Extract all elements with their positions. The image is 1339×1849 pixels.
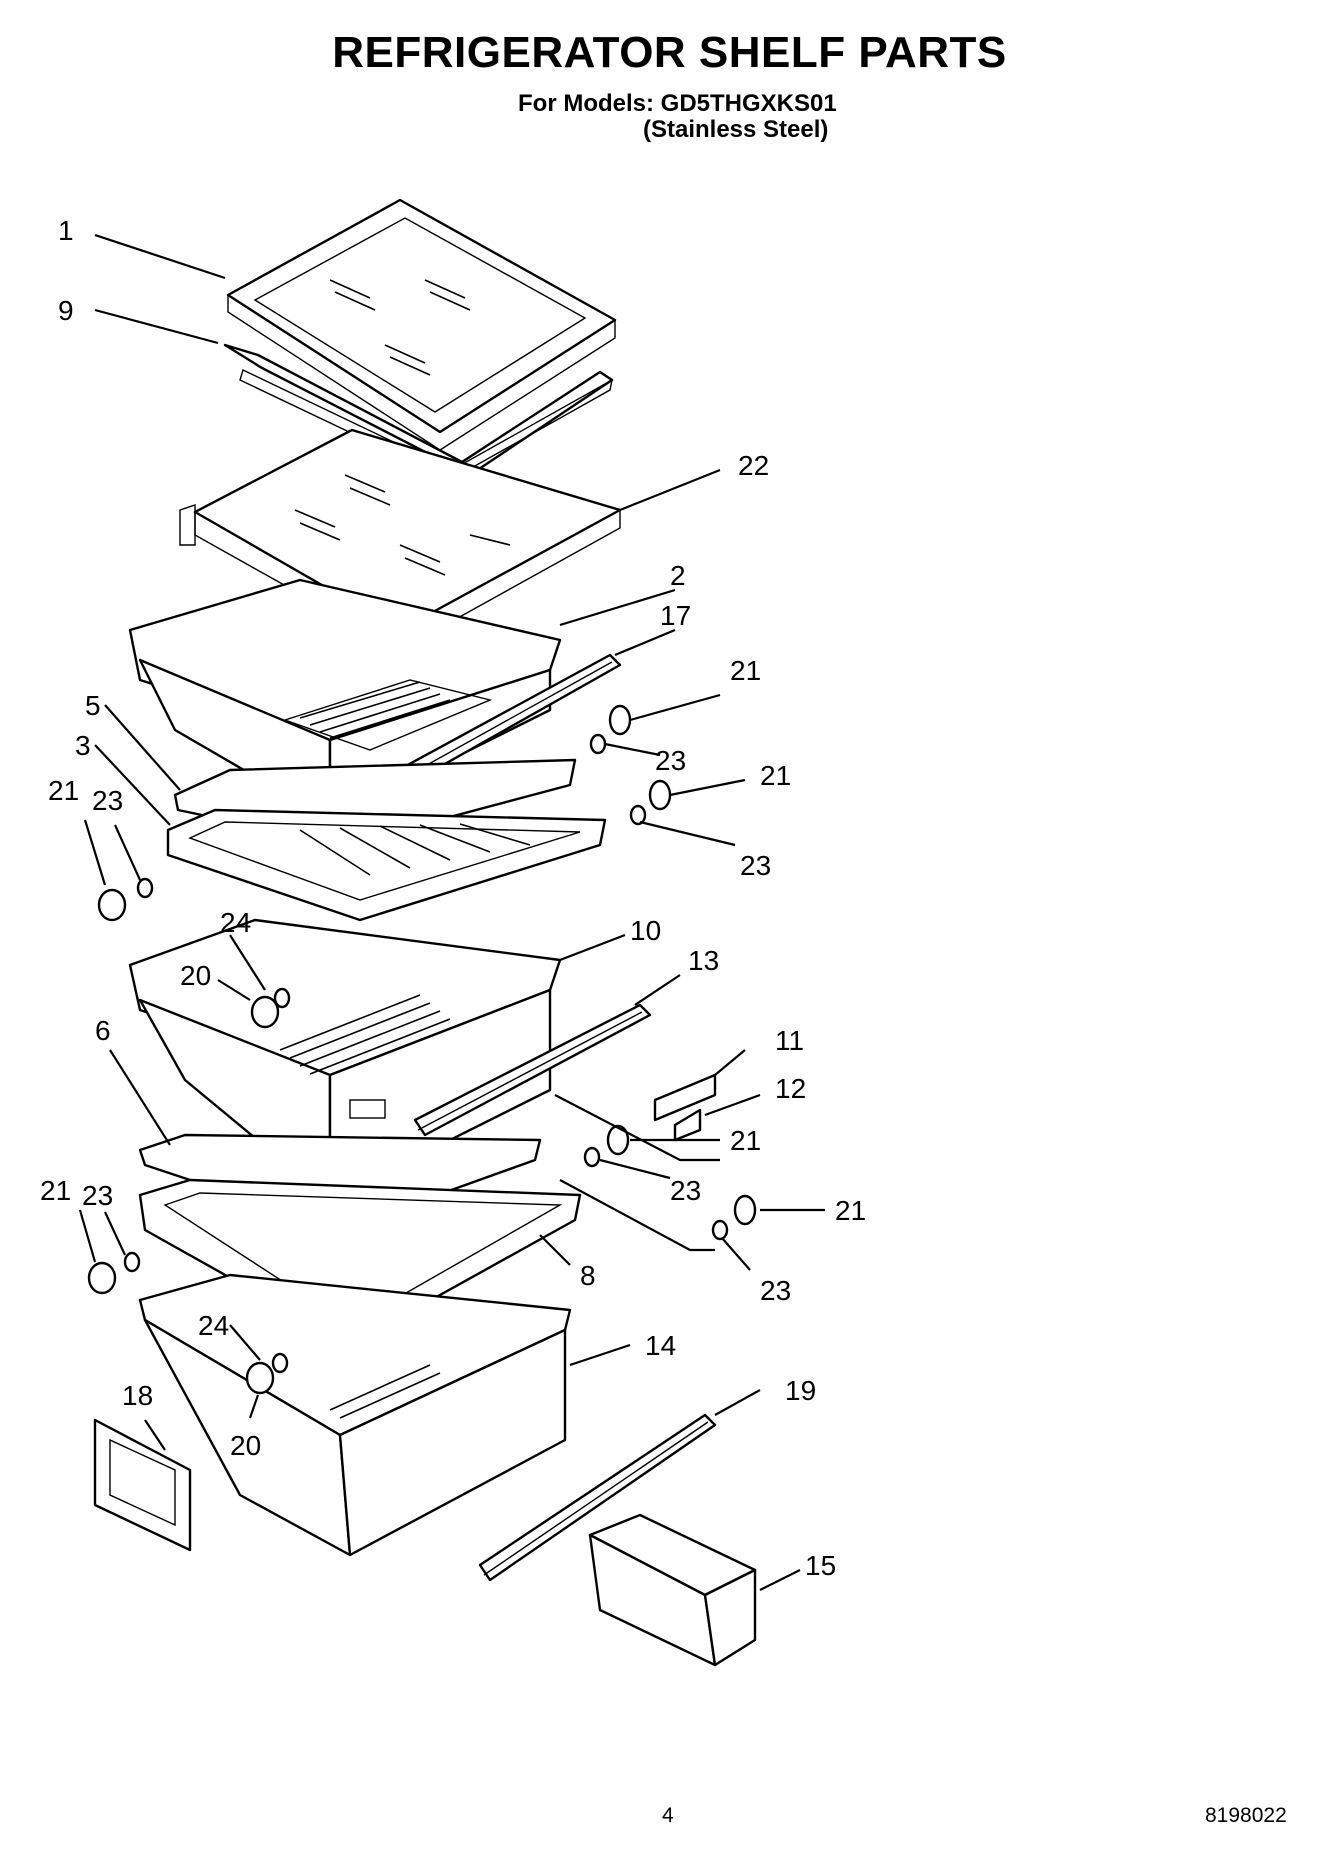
callout-23-d: 23 xyxy=(670,1175,701,1206)
callout-12: 12 xyxy=(775,1073,806,1104)
callout-24-a: 24 xyxy=(220,907,251,938)
callout-23-b: 23 xyxy=(740,850,771,881)
callout-6: 6 xyxy=(95,1015,111,1046)
trim-strip-part-19 xyxy=(478,1413,717,1582)
callout-3: 3 xyxy=(75,730,91,761)
callout-14: 14 xyxy=(645,1330,676,1361)
callout-10: 10 xyxy=(630,915,661,946)
callout-1: 1 xyxy=(58,215,74,246)
callout-23-f: 23 xyxy=(82,1180,113,1211)
callout-2: 2 xyxy=(670,560,686,591)
callout-13: 13 xyxy=(688,945,719,976)
callout-11: 11 xyxy=(775,1025,804,1056)
callout-21-c: 21 xyxy=(48,775,79,806)
callout-numbers: 1 9 22 2 17 21 23 21 23 5 3 21 23 24 20 … xyxy=(40,215,866,1581)
label-holder-part-18 xyxy=(93,1418,192,1552)
models-subtitle: For Models: GD5THGXKS01 xyxy=(518,90,837,117)
callout-17: 17 xyxy=(660,600,691,631)
page-title: REFRIGERATOR SHELF PARTS xyxy=(332,28,1007,77)
callout-9: 9 xyxy=(58,295,74,326)
document-number: 8198022 xyxy=(1205,1804,1287,1827)
callout-5: 5 xyxy=(85,690,101,721)
callout-8: 8 xyxy=(580,1260,596,1291)
callout-20-a: 20 xyxy=(180,960,211,991)
bottom-drawer-part-14 xyxy=(138,1273,572,1557)
utility-bin-part-15 xyxy=(588,1513,757,1667)
leader-lines xyxy=(78,233,825,1591)
callout-19: 19 xyxy=(785,1375,816,1406)
shelf-glass-part-6 xyxy=(138,1133,542,1232)
bracket-part-12 xyxy=(673,1108,702,1142)
callout-21-d: 21 xyxy=(730,1125,761,1156)
bracket-part-11 xyxy=(653,1073,717,1122)
shelf-frame-part-3 xyxy=(166,808,607,922)
callout-24-b: 24 xyxy=(198,1310,229,1341)
fasteners-group xyxy=(87,704,757,1395)
callout-21-a: 21 xyxy=(730,655,761,686)
callout-21-e: 21 xyxy=(835,1195,866,1226)
callout-23-e: 23 xyxy=(760,1275,791,1306)
page-number: 4 xyxy=(662,1804,674,1827)
callout-18: 18 xyxy=(122,1380,153,1411)
callout-23-c: 23 xyxy=(92,785,123,816)
callout-22: 22 xyxy=(738,450,769,481)
finish-subtitle: (Stainless Steel) xyxy=(643,116,829,143)
callout-23-a: 23 xyxy=(655,745,686,776)
callout-20-b: 20 xyxy=(230,1430,261,1461)
callout-15: 15 xyxy=(805,1550,836,1581)
callout-21-f: 21 xyxy=(40,1175,71,1206)
callout-21-b: 21 xyxy=(760,760,791,791)
trim-strip-part-13 xyxy=(413,1003,652,1137)
